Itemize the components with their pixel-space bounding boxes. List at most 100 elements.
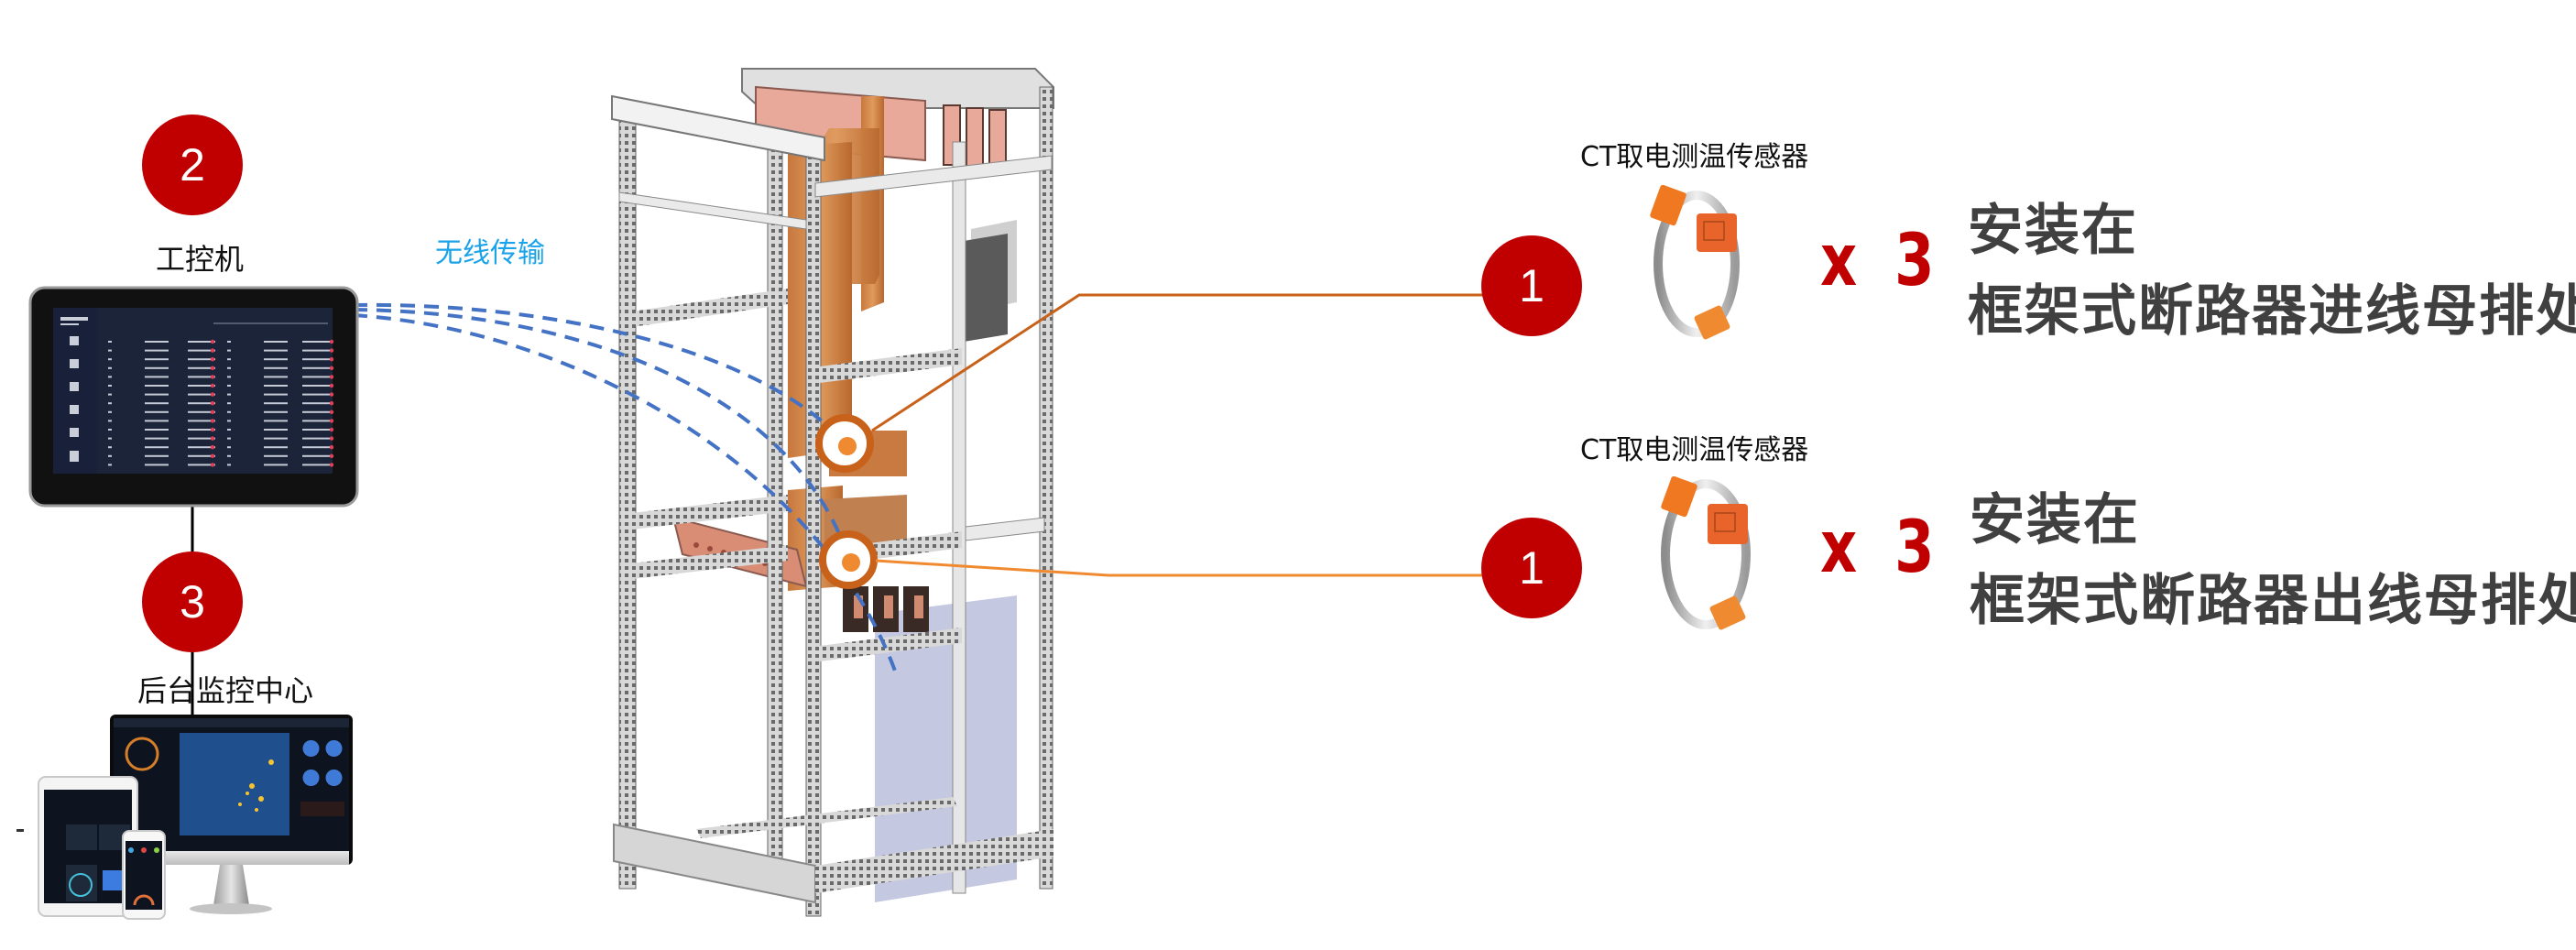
screen-row-mark: [188, 385, 215, 387]
screen-row-mark: [264, 420, 288, 422]
screen-row-mark: [227, 464, 231, 466]
screen-row-mark: [108, 464, 112, 466]
screen-row-mark: [264, 454, 288, 457]
monitor-center-devices: [38, 715, 353, 920]
screen-row-mark: [188, 437, 215, 440]
screen-row-mark: [145, 376, 169, 378]
screen-row-mark: [227, 358, 231, 361]
screen-row-mark: [302, 349, 330, 352]
screen-row-mark: [227, 446, 231, 449]
screen-row-mark: [227, 366, 231, 369]
screen-status-dot: [329, 445, 334, 450]
install-location-lower: 安装在 框架式断路器出线母排处: [1970, 493, 2576, 628]
wireless-link-2: [352, 308, 849, 555]
screen-status-dot: [210, 453, 215, 458]
screen-status-dot: [329, 463, 334, 467]
badge-number: 2: [180, 139, 205, 191]
screen-row-mark: [227, 437, 231, 440]
screen-status-dot: [329, 453, 334, 458]
screen-row-mark: [108, 376, 112, 378]
screen-status-dot: [329, 375, 334, 379]
screen-status-dot: [329, 419, 334, 423]
screen-row-mark: [264, 358, 288, 361]
screen-row-mark: [302, 437, 330, 440]
screen-status-dot: [210, 445, 215, 450]
screen-row-mark: [302, 420, 330, 422]
monitor-map: [180, 733, 289, 835]
screen-row-mark: [145, 402, 169, 405]
ct-sensor-image-lower: [1661, 475, 1751, 630]
cabinet-base: [613, 823, 816, 904]
screen-row-mark: [188, 429, 215, 431]
screen-row-mark: [302, 464, 330, 466]
screen-row-mark: [145, 437, 169, 440]
badge-sensor-lower: 1: [1481, 518, 1582, 618]
screen-status-dot: [210, 463, 215, 467]
badge-monitor-center: 3: [142, 551, 243, 652]
screen-row-mark: [145, 366, 169, 369]
screen-row-mark: [108, 429, 112, 431]
screen-row-mark: [264, 376, 288, 378]
screen-status-dot: [210, 366, 215, 370]
wireless-label: 无线传输: [435, 237, 545, 269]
screen-row-mark: [145, 446, 169, 449]
monitor-center-label: 后台监控中心: [137, 673, 314, 708]
screen-row-mark: [108, 349, 112, 352]
screen-row-mark: [227, 402, 231, 405]
screen-row-mark: [227, 410, 231, 413]
screen-row-mark: [108, 402, 112, 405]
industrial-pc-device: [28, 286, 359, 508]
screen-row-mark: [302, 376, 330, 378]
badge-number: 1: [1519, 260, 1545, 311]
sensor-marker-lower[interactable]: [819, 530, 878, 589]
badge-sensor-upper: 1: [1481, 235, 1582, 336]
screen-row-mark: [227, 341, 231, 343]
screen-row-mark: [302, 385, 330, 387]
screen-status-dot: [329, 348, 334, 353]
install-line2: 框架式断路器进线母排处: [1968, 279, 2576, 344]
cabinet-post-front: [805, 155, 822, 917]
badge-industrial-pc: 2: [142, 115, 243, 215]
industrial-pc-label: 工控机: [156, 242, 245, 277]
screen-row-mark: [302, 429, 330, 431]
screen-row-mark: [188, 420, 215, 422]
cabinet-post-right: [1039, 86, 1053, 890]
screen-status-dot: [329, 392, 334, 397]
wireless-links: [352, 302, 898, 674]
sensor-label-lower: CT取电测温传感器: [1580, 434, 1809, 466]
wireless-link-1: [352, 302, 840, 438]
screen-row-mark: [264, 464, 288, 466]
screen-row-mark: [108, 358, 112, 361]
screen-status-dot: [329, 366, 334, 370]
screen-row-mark: [188, 446, 215, 449]
leader-line-lower: [875, 559, 1484, 577]
screen-row-mark: [188, 341, 215, 343]
screen-row-mark: [188, 454, 215, 457]
sensor-marker-upper[interactable]: [815, 414, 874, 473]
screen-row-mark: [145, 393, 169, 396]
install-line1: 安装在: [1970, 488, 2140, 552]
screen-status-dot: [329, 357, 334, 362]
screen-row-mark: [145, 349, 169, 352]
install-line2: 框架式断路器出线母排处: [1970, 569, 2576, 633]
screen-row-mark: [108, 420, 112, 422]
leader-line-upper: [871, 293, 1484, 432]
screen-row-mark: [264, 446, 288, 449]
screen-row-mark: [264, 366, 288, 369]
screen-row-mark: [108, 366, 112, 369]
screen-row-mark: [188, 393, 215, 396]
screen-status-dot: [210, 383, 215, 388]
screen-row-mark: [302, 454, 330, 457]
screen-row-mark: [108, 341, 112, 343]
badge-number: 3: [180, 576, 205, 628]
screen-row-mark: [264, 429, 288, 431]
screen-row-mark: [108, 385, 112, 387]
screen-row-mark: [188, 358, 215, 361]
screen-row-mark: [188, 366, 215, 369]
screen-status-dot: [210, 436, 215, 441]
switchgear-cabinet: [611, 68, 1054, 917]
screen-status-dot: [210, 401, 215, 406]
cabinet-back-panel: [875, 595, 1017, 902]
screen-row-mark: [302, 393, 330, 396]
